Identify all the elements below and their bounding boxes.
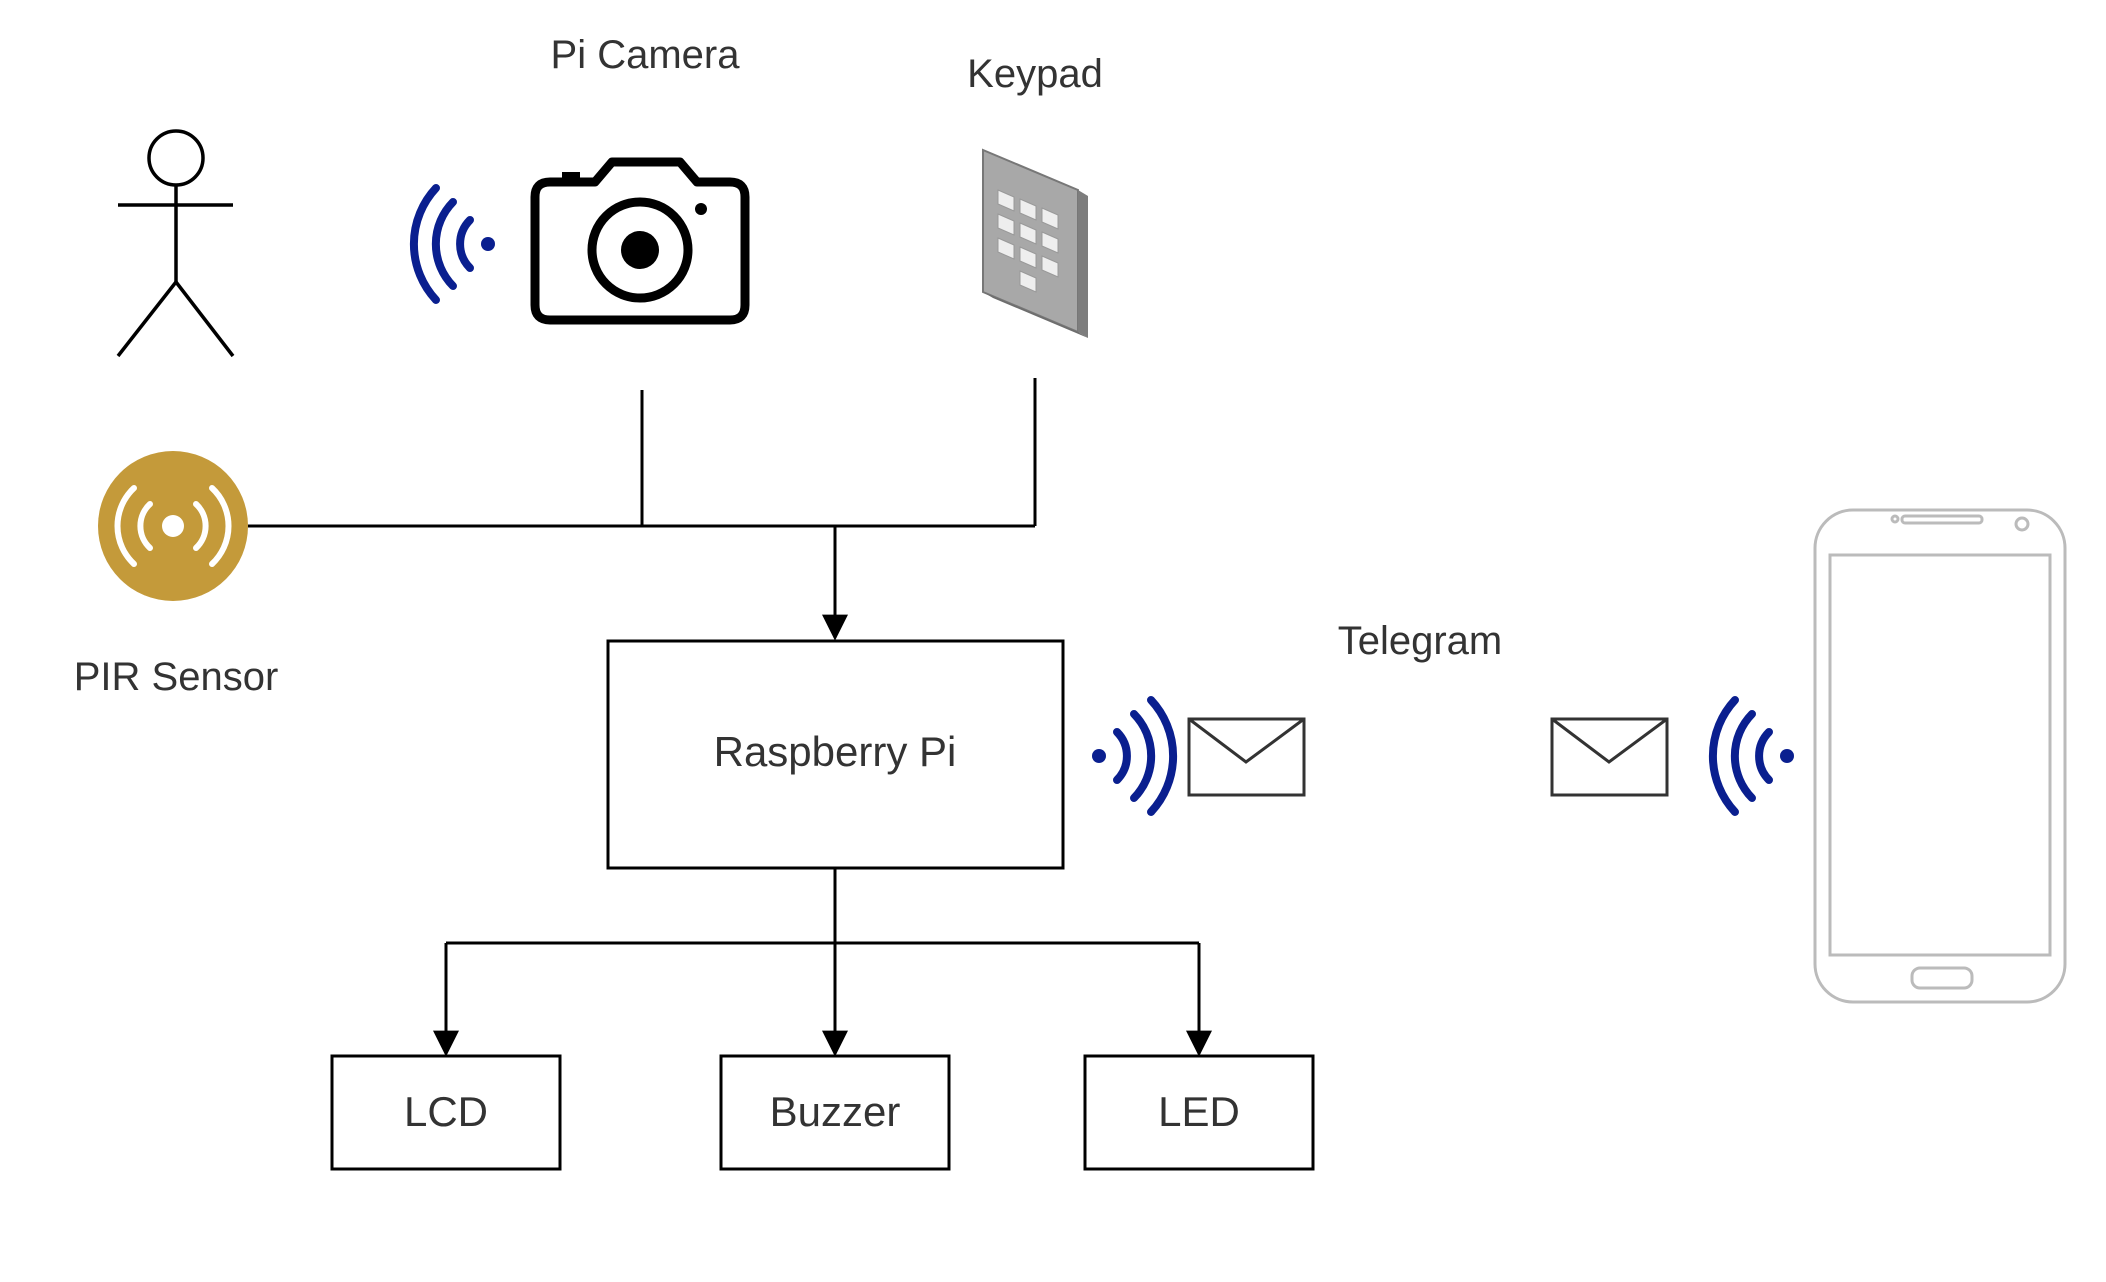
wireless-signal-icon <box>409 184 495 304</box>
telegram-label: Telegram <box>1338 619 1503 663</box>
envelope-icon <box>1187 717 1306 797</box>
buzzer-node: Buzzer <box>719 1054 951 1171</box>
lcd-label: LCD <box>404 1088 488 1135</box>
led-node: LED <box>1083 1054 1315 1171</box>
pir-sensor-label: PIR Sensor <box>74 655 279 699</box>
pir-sensor-icon <box>98 451 248 601</box>
keypad-label: Keypad <box>967 52 1103 96</box>
keypad-icon <box>982 148 1088 338</box>
wireless-signal-icon <box>1092 696 1178 816</box>
person-icon <box>116 129 235 358</box>
camera-icon <box>530 157 750 325</box>
lcd-node: LCD <box>330 1054 562 1171</box>
output-connectors <box>433 868 1212 1057</box>
smartphone-icon <box>1813 508 2067 1004</box>
buzzer-label: Buzzer <box>770 1088 901 1135</box>
led-label: LED <box>1158 1088 1240 1135</box>
pi-camera-label: Pi Camera <box>551 33 741 77</box>
raspberry-pi-node: Raspberry Pi <box>606 639 1065 870</box>
envelope-icon <box>1550 717 1669 797</box>
wireless-signal-icon <box>1708 696 1794 816</box>
raspberry-pi-label: Raspberry Pi <box>714 728 957 775</box>
input-connectors <box>248 378 1037 641</box>
